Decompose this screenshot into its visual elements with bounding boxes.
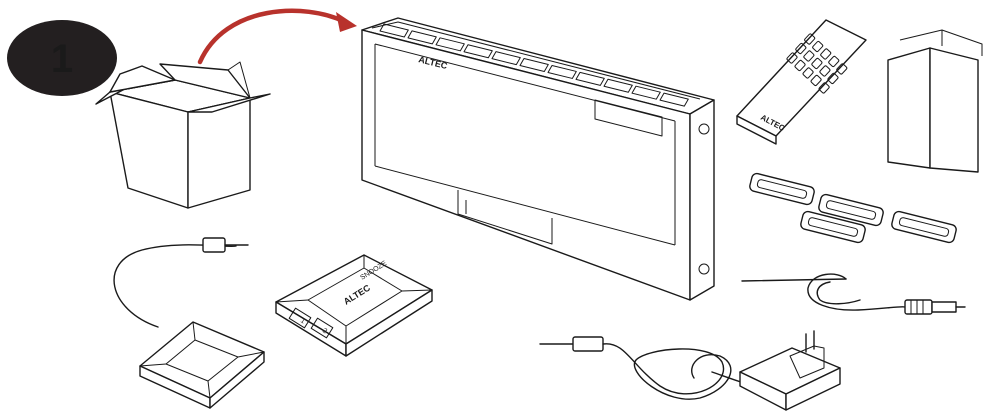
- speaker-button: [407, 30, 437, 45]
- speaker-button: [575, 71, 605, 86]
- step-badge: 1: [7, 20, 117, 96]
- remote-key: [802, 67, 814, 79]
- speaker-button-strip: [379, 23, 689, 107]
- snooze-dock: SNOOZE ALTEC 12: [275, 254, 433, 357]
- speaker-button: [659, 92, 689, 107]
- dock-port-number: 1: [299, 317, 306, 325]
- unbox-arrow: [197, 8, 357, 65]
- dock-port: 1: [288, 307, 312, 329]
- remote-key: [812, 40, 824, 53]
- manual-booklet: [887, 29, 983, 173]
- speaker-button: [463, 44, 493, 59]
- remote-key: [820, 48, 832, 60]
- speaker-button: [491, 51, 521, 66]
- remote-key: [836, 63, 848, 75]
- dock-port: 2: [310, 317, 334, 339]
- speaker-button: [519, 58, 549, 73]
- speaker-button: [547, 64, 577, 79]
- remote-key: [786, 52, 798, 64]
- remote-control: ALTEC: [736, 19, 867, 145]
- remote-key: [811, 57, 823, 70]
- wired-snooze-pad: [113, 237, 265, 409]
- remote-key: [818, 82, 830, 94]
- remote-key: [803, 50, 815, 62]
- speaker-button: [631, 85, 661, 100]
- dock-ports: 12: [288, 307, 334, 339]
- step-badge-shape: [7, 20, 117, 96]
- remote-key: [794, 59, 806, 72]
- power-adapter: [539, 330, 841, 411]
- speaker-unit: ALTEC: [361, 17, 715, 301]
- remote-key: [810, 74, 822, 86]
- audio-cable: [741, 273, 966, 315]
- adhesive-strips: [749, 172, 957, 244]
- step-number: 1: [51, 37, 73, 81]
- speaker-button: [603, 78, 633, 93]
- remote-keypad: [786, 33, 848, 94]
- dock-port-number: 2: [321, 327, 328, 335]
- speaker-button: [379, 23, 409, 38]
- remote-key: [819, 65, 831, 77]
- remote-key: [827, 72, 839, 84]
- remote-key: [828, 55, 840, 68]
- remote-key: [804, 33, 816, 45]
- speaker-button: [435, 37, 465, 52]
- remote-key: [795, 42, 807, 55]
- open-box-icon: [95, 61, 271, 209]
